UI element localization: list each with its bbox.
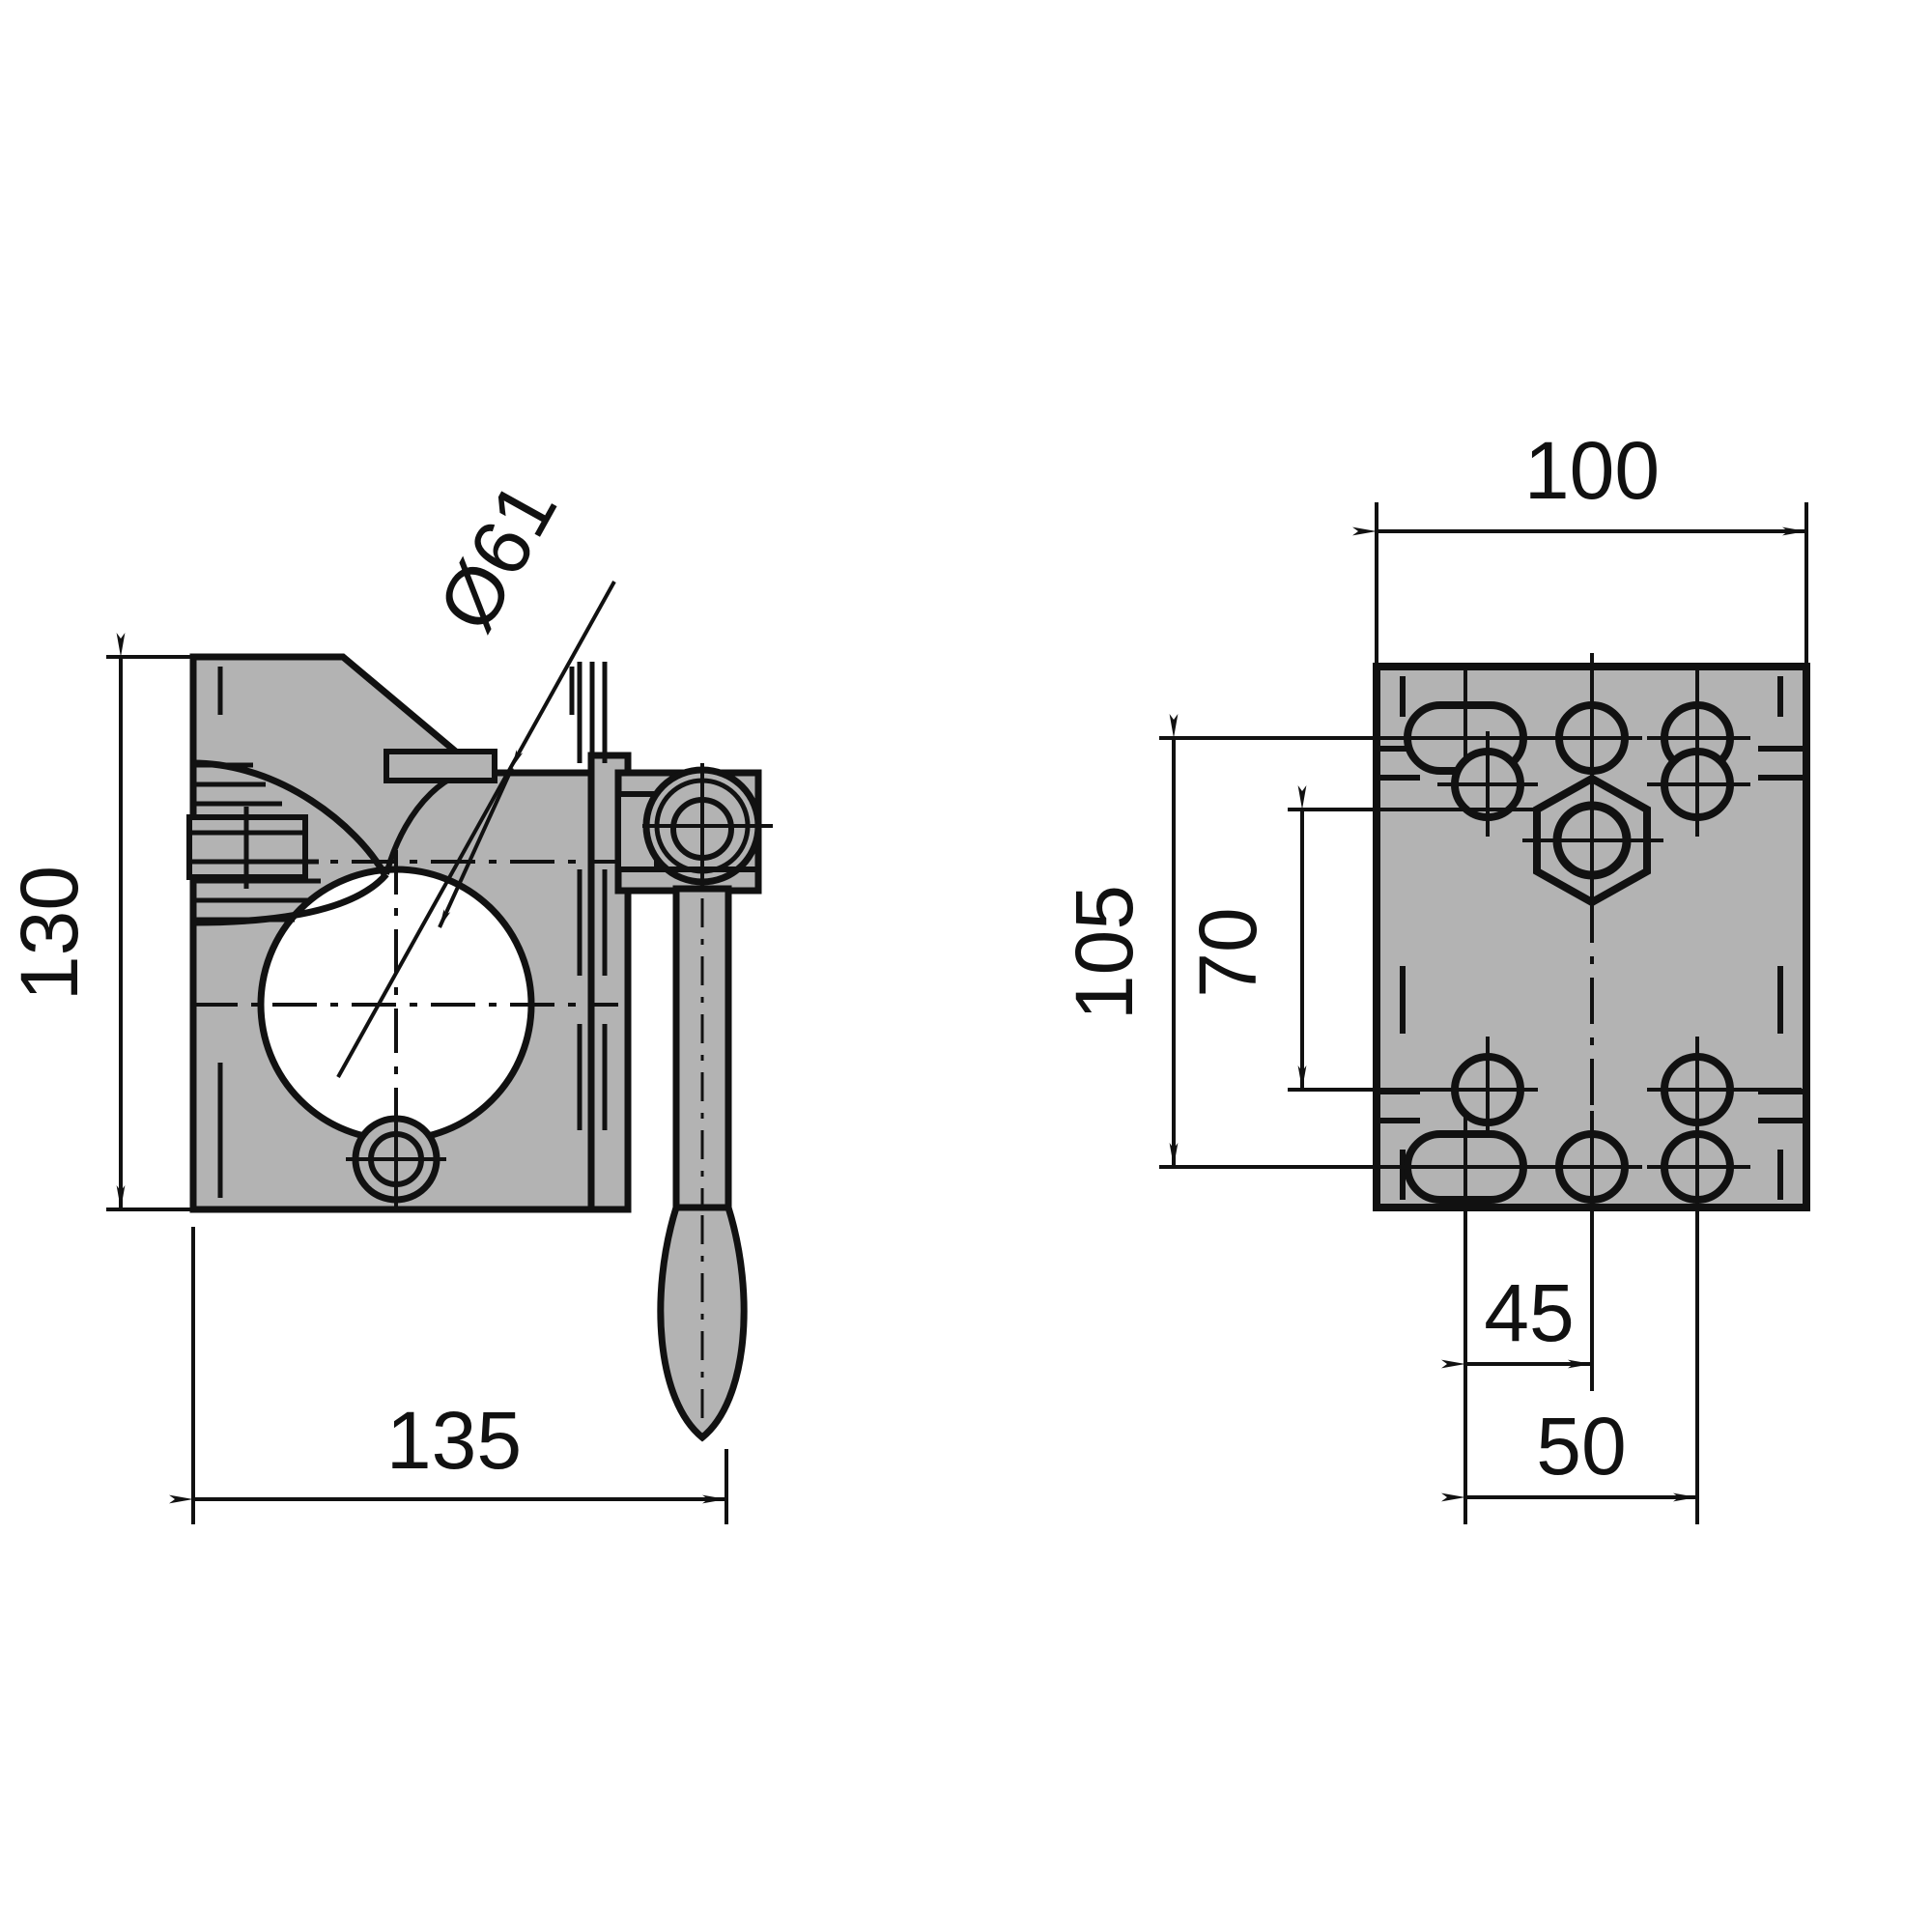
hole-row-second bbox=[1437, 731, 1750, 837]
clamp-screw-assembly bbox=[186, 762, 321, 923]
dimension-105-label: 105 bbox=[1059, 885, 1150, 1020]
hole-row-bottom bbox=[1391, 1111, 1750, 1212]
dimension-45-label: 45 bbox=[1484, 1267, 1574, 1358]
dimension-70-label: 70 bbox=[1182, 907, 1273, 997]
dimension-45: 45 bbox=[1441, 1212, 1594, 1391]
inner-corner-marks bbox=[217, 667, 575, 1198]
bore-centerlines bbox=[193, 850, 618, 1111]
dimension-135: 135 bbox=[169, 1227, 728, 1524]
right-view-group: 100 105 70 45 50 bbox=[1059, 425, 1810, 1524]
dimension-105: 105 bbox=[1059, 714, 1406, 1169]
top-recess bbox=[384, 749, 497, 783]
hole-row-lower-second bbox=[1381, 1037, 1802, 1142]
dimension-d61-label: Ø61 bbox=[420, 468, 574, 645]
dimension-130: 130 bbox=[4, 633, 251, 1211]
dimension-50-label: 50 bbox=[1536, 1401, 1626, 1492]
lever-pivot-boss bbox=[614, 763, 773, 898]
hex-boss-center bbox=[1522, 774, 1663, 908]
left-view-group: 130 135 Ø61 bbox=[4, 468, 773, 1524]
dimension-100-label: 100 bbox=[1524, 425, 1660, 516]
lever-arm bbox=[657, 885, 748, 1442]
body-edge-lines bbox=[577, 662, 608, 1130]
dimension-50: 50 bbox=[1441, 1212, 1699, 1524]
dimension-100: 100 bbox=[1352, 425, 1808, 676]
dimension-135-label: 135 bbox=[386, 1395, 522, 1486]
dimension-70: 70 bbox=[1182, 785, 1538, 1092]
lower-fixing-hole bbox=[346, 1109, 446, 1209]
dimension-130-label: 130 bbox=[4, 866, 95, 1001]
